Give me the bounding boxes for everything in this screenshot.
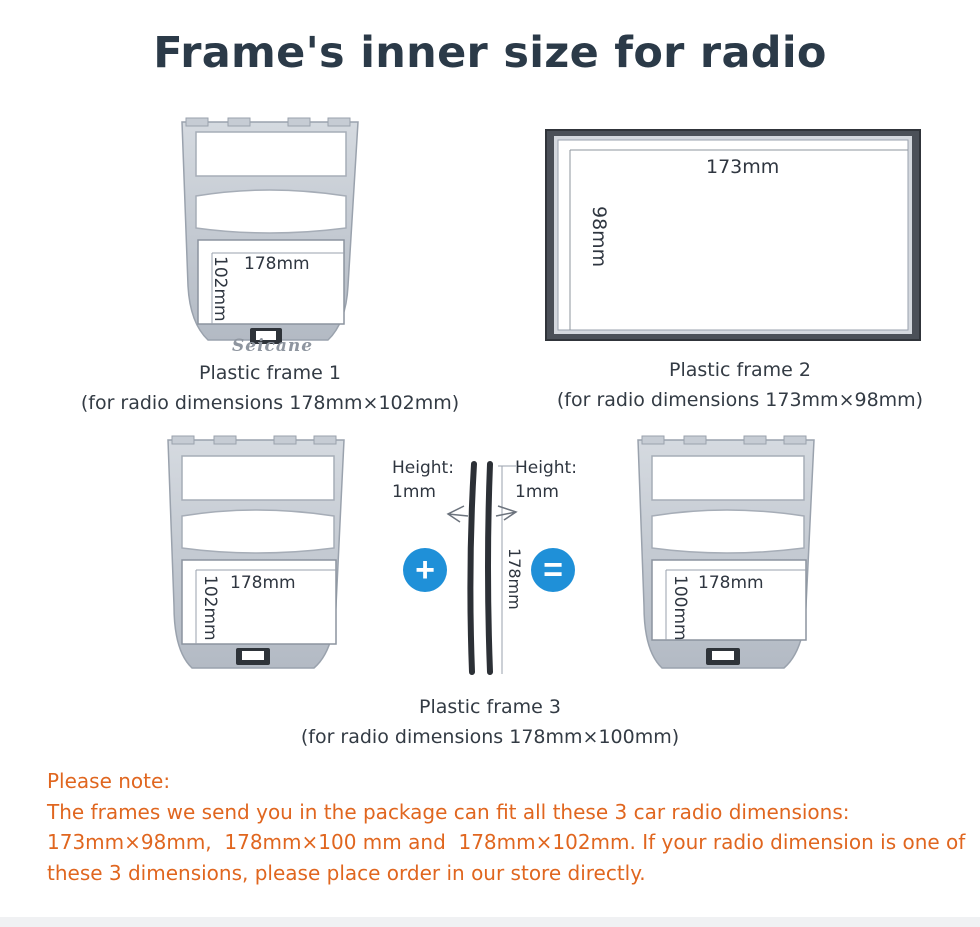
- strip-left-note-line2: 1mm: [392, 482, 436, 502]
- frame1-name: Plastic frame 1: [199, 362, 341, 384]
- frame1-illustration: [181, 117, 359, 344]
- frame3-left-illustration: [167, 435, 345, 669]
- frame3-desc: (for radio dimensions 178mm×100mm): [300, 726, 680, 748]
- equals-icon: =: [531, 548, 575, 592]
- strip-right-note-line2: 1mm: [515, 482, 559, 502]
- frame3-left-width-label: 178mm: [230, 573, 296, 593]
- note-block: Please note: The frames we send you in t…: [47, 766, 966, 888]
- frame3-caption: Plastic frame 3 (for radio dimensions 17…: [260, 692, 720, 752]
- rubber-strip-illustration: [446, 461, 518, 675]
- frame3-left-height-label: 102mm: [200, 575, 220, 641]
- strip-length-label: 178mm: [505, 548, 524, 610]
- frame1-caption: Plastic frame 1 (for radio dimensions 17…: [60, 358, 480, 418]
- frame3-right-illustration: [637, 435, 815, 669]
- bottom-bar: [0, 917, 980, 927]
- frame1-desc: (for radio dimensions 178mm×102mm): [80, 392, 460, 414]
- page-title: Frame's inner size for radio: [153, 28, 827, 78]
- frame2-desc: (for radio dimensions 173mm×98mm): [556, 389, 924, 411]
- strip-left-note-line1: Height:: [392, 458, 454, 478]
- frame1-width-label: 178mm: [244, 254, 310, 274]
- frame2-name: Plastic frame 2: [669, 359, 811, 381]
- frame2-caption: Plastic frame 2 (for radio dimensions 17…: [520, 355, 960, 415]
- note-line-3: these 3 dimensions, please place order i…: [47, 860, 646, 885]
- frame2-width-label: 173mm: [706, 156, 780, 178]
- frame1-watermark: Seicane: [232, 336, 314, 356]
- frame3-right-height-label: 100mm: [670, 575, 690, 641]
- plus-icon: +: [403, 548, 447, 592]
- frame2-illustration: [545, 129, 921, 341]
- frame3-name: Plastic frame 3: [419, 696, 561, 718]
- note-line-2: 173mm×98mm, 178mm×100 mm and 178mm×102mm…: [47, 830, 966, 854]
- strip-right-note: Height: 1mm: [515, 456, 577, 504]
- strip-right-note-line1: Height:: [515, 458, 577, 478]
- frame1-height-label: 102mm: [210, 256, 230, 322]
- strip-left-note: Height: 1mm: [392, 456, 454, 504]
- frame3-right-width-label: 178mm: [698, 573, 764, 593]
- note-line-1: The frames we send you in the package ca…: [47, 799, 850, 824]
- note-heading: Please note:: [47, 769, 171, 793]
- frame2-height-label: 98mm: [588, 206, 610, 268]
